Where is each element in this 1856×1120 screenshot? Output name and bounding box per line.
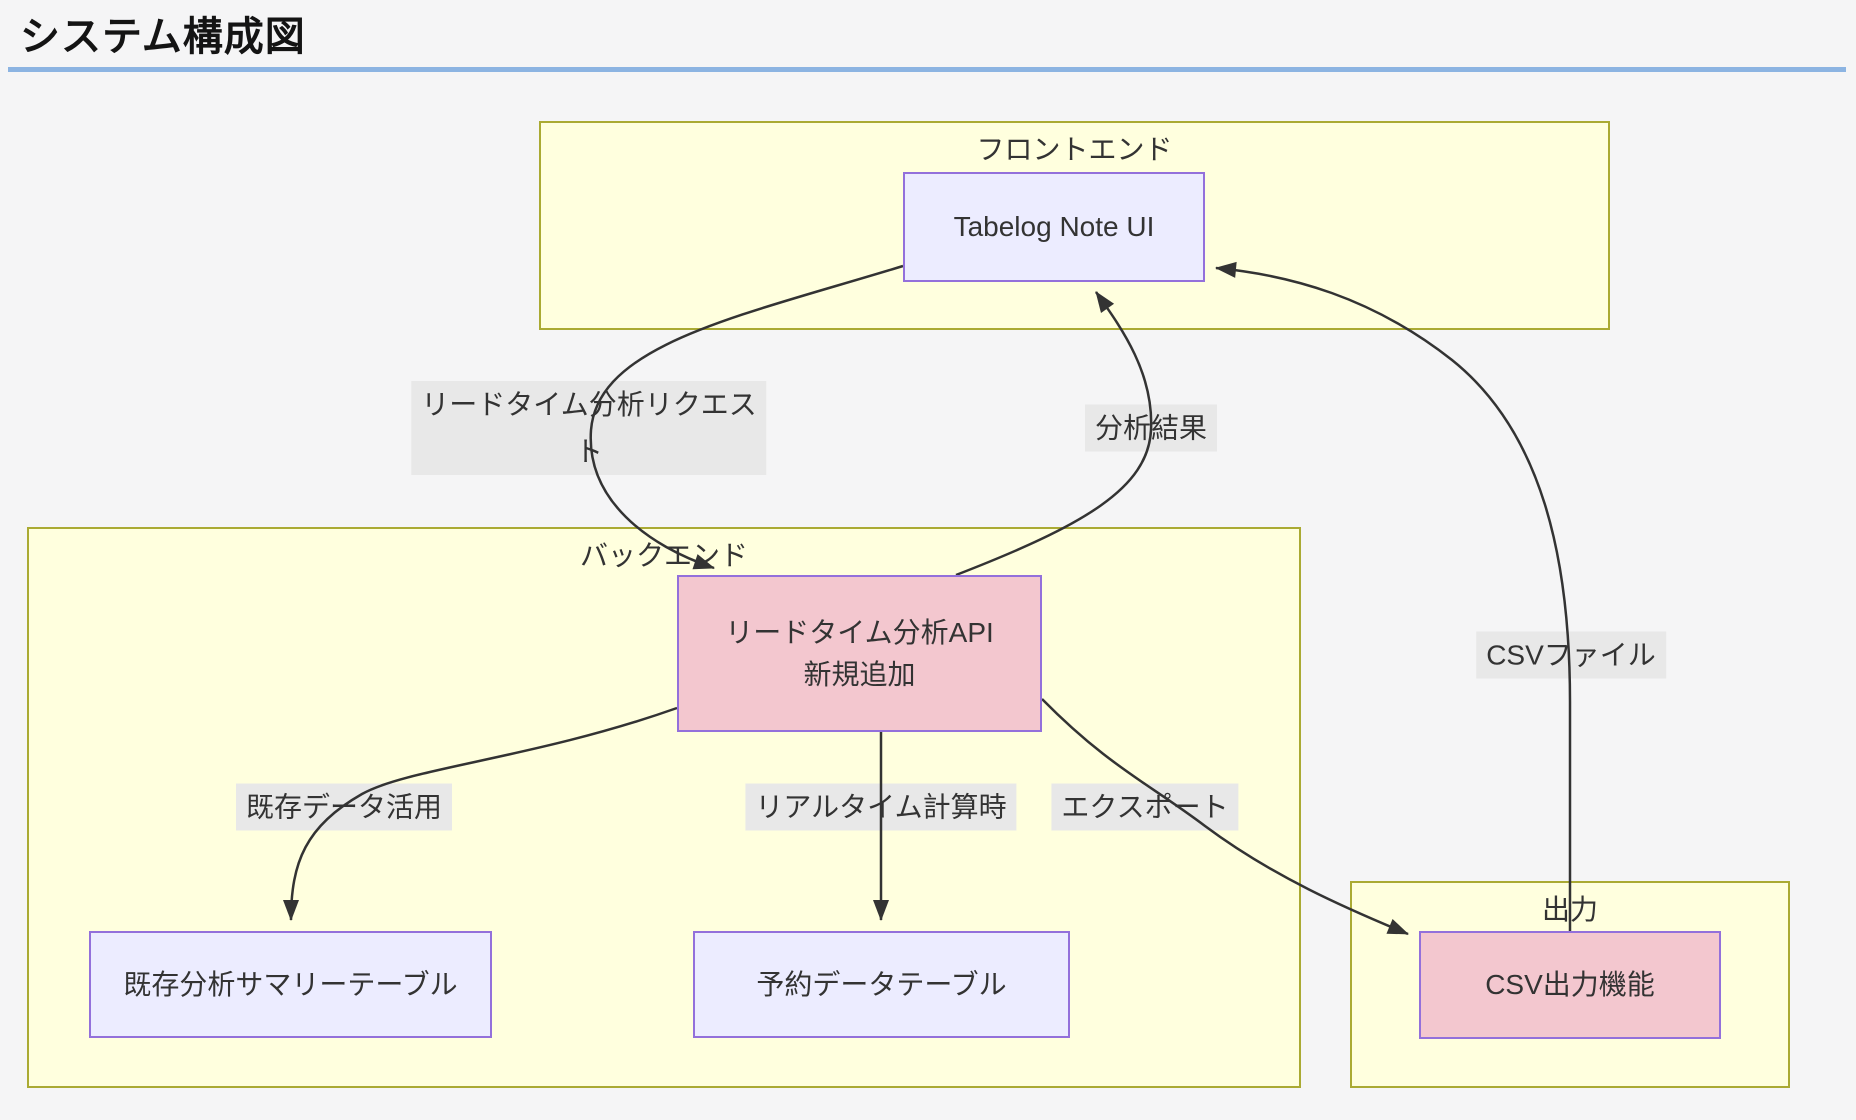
node-label: CSV出力機能: [1485, 969, 1655, 1000]
cluster-frontend-label: フロントエンド: [976, 134, 1173, 165]
node-csv-export: CSV出力機能: [1419, 931, 1721, 1039]
cluster-output-label: 出力: [1541, 894, 1598, 925]
edge-label-line: リードタイム分析リクエス: [421, 389, 757, 420]
node-lead-time-api: リードタイム分析API 新規追加: [677, 575, 1042, 732]
edge-label-realtime-calc: リアルタイム計算時: [745, 783, 1017, 831]
node-label: Tabelog Note UI: [953, 211, 1155, 242]
edge-label-lead-time-request: リードタイム分析リクエス ト: [411, 381, 767, 475]
page-title: システム構成図: [20, 15, 306, 59]
node-reservation-table: 予約データテーブル: [693, 931, 1070, 1038]
edge-label-existing-data: 既存データ活用: [235, 783, 453, 831]
node-label: 既存分析サマリーテーブル: [123, 968, 458, 1000]
node-label-line: 新規追加: [803, 658, 916, 690]
cluster-backend-label: バックエンド: [579, 540, 748, 571]
edge-label-export: エクスポート: [1051, 783, 1239, 831]
node-label: 予約データテーブル: [756, 968, 1007, 1000]
node-tabelog-note-ui: Tabelog Note UI: [903, 172, 1205, 282]
edge-label-line: ト: [574, 436, 604, 467]
node-label-line: リードタイム分析API: [725, 616, 994, 648]
node-summary-table: 既存分析サマリーテーブル: [89, 931, 492, 1038]
edge-label-analysis-result: 分析結果: [1084, 404, 1218, 452]
title-underline: [8, 67, 1846, 72]
edge-label-csv-file: CSVファイル: [1476, 631, 1666, 679]
